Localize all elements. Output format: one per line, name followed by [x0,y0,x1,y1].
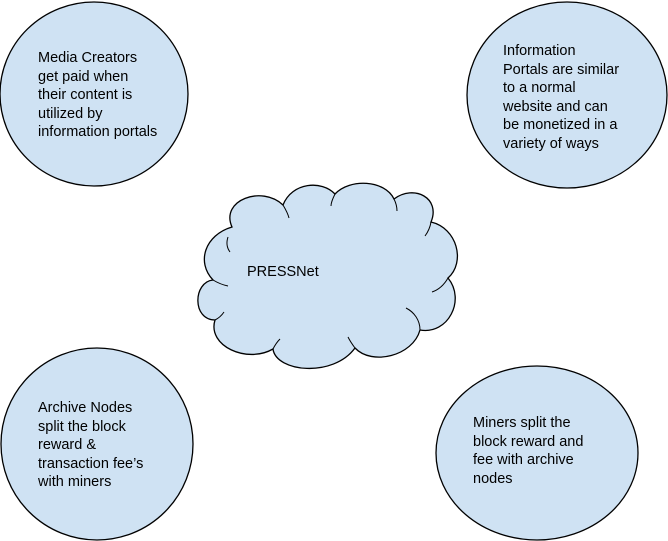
pressnet-label: PRESSNet [247,264,319,280]
archive-nodes-ellipse [0,347,194,541]
miners-ellipse [435,365,639,541]
media-creators-ellipse [0,1,189,187]
media-creators-text: Media Creators get paid when their conte… [38,50,158,140]
pressnet-cloud [197,182,458,370]
archive-nodes-text: Archive Nodes split the block reward & t… [38,400,144,490]
information-portals-text: Information Portals are similar to a nor… [503,43,620,152]
information-portals-ellipse [466,1,668,189]
miners-text: Miners split the block reward and fee wi… [473,415,584,487]
